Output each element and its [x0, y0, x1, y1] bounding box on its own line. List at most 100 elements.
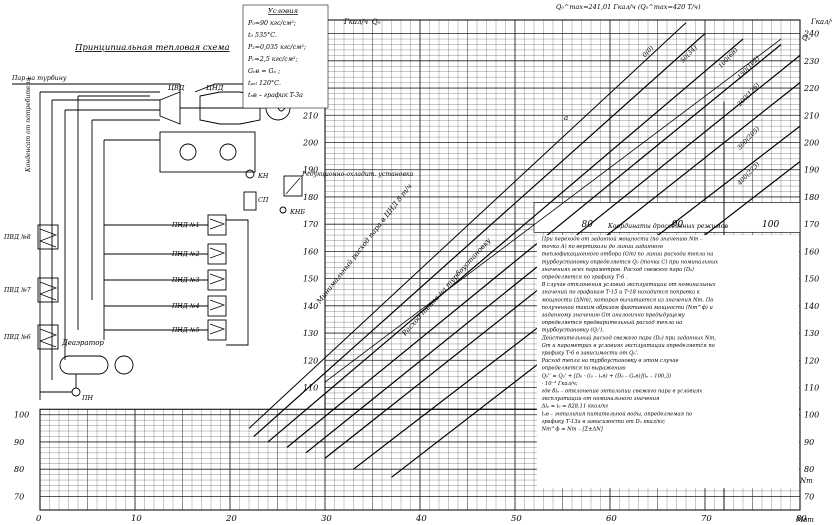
condition-line: P₀=90 кгс/см²;	[247, 20, 296, 27]
scheme-label: ПНД №4	[171, 303, 200, 310]
note-line: · 10⁻³ Гкал/ч;	[542, 381, 578, 387]
scheme-label: КНБ	[289, 209, 305, 216]
note-line: точка А) по вертикали до линии заданного	[542, 243, 663, 250]
note-line: заданному значению Gт аналогично предыду…	[542, 313, 685, 319]
hp-cylinder	[159, 91, 181, 125]
series-label: 200(136)	[736, 82, 762, 109]
y-tick-label: 70	[14, 492, 24, 501]
scheme-label: ПНД №2	[171, 251, 200, 258]
scheme-label: ПВД №6	[3, 334, 31, 341]
correction-caption: Координаты дроссельных режимов	[607, 223, 728, 230]
conditions-title: Условия	[268, 7, 298, 15]
lp-heater-coil	[209, 218, 226, 230]
condenser-1	[179, 143, 197, 161]
y-tick-label: 190	[303, 166, 318, 175]
conditions-lines: P₀=90 кгс/см²;t₀ 535°С.P₂=0,035 кгс/см²;…	[247, 20, 306, 99]
note-line: В случае отклонения условий эксплуатации…	[541, 282, 716, 288]
steam-pipe	[12, 83, 271, 93]
note-line: где δiₙ – отклонение энтальпии свежего п…	[542, 389, 703, 395]
x-tick-label: 0	[36, 514, 42, 524]
reduction-unit	[283, 175, 303, 197]
y-tick-label: 170	[303, 220, 318, 229]
note-line: определяется по выражению	[542, 366, 626, 372]
y-unit-left: Гкал/ч	[343, 18, 368, 26]
scheme-label: ПВД №7	[3, 287, 31, 294]
note-line: определяется предварительный расход тепл…	[542, 320, 683, 326]
min-flow-line	[248, 22, 687, 429]
series-line	[267, 38, 744, 443]
condition-line: tₚₑₗ 120°С.	[248, 80, 281, 87]
throttle-tick-label: 90	[672, 220, 684, 230]
y-symbol-left: Q₀	[372, 18, 381, 26]
y-tick-label-right: 110	[804, 384, 819, 393]
hp-heater	[37, 224, 59, 250]
y-symbol-right: Q₀	[802, 34, 811, 42]
scheme-label: СП	[258, 197, 269, 204]
scheme-label: Конденсат от потребителя	[25, 78, 32, 173]
scheme-title: Принципиальная тепловая схема	[74, 43, 230, 53]
note-line: Gт и параметрах в условиях эксплуатации …	[542, 343, 715, 349]
hp-heater-coil	[39, 228, 57, 248]
condensate-pump	[245, 169, 255, 179]
scheme-label: ЦНД	[206, 84, 224, 92]
lp-cylinder	[199, 91, 261, 125]
top-formula: Q₀^max=241,01 Гкал/ч (Q₀^max=420 Т/ч)	[556, 3, 701, 11]
lp-heater	[207, 243, 227, 265]
label-a: а	[564, 114, 568, 122]
x-tick-label: 60	[606, 514, 617, 524]
notes-bg	[536, 235, 799, 489]
reduction-unit-mark	[285, 177, 301, 195]
throttle-tick-label: 80	[582, 220, 594, 230]
scheme-label: Деаэратор	[61, 339, 104, 347]
lp-return	[226, 219, 249, 346]
series-line	[286, 44, 782, 448]
note-line: значений по графикам Т-15 и Т-18 находит…	[542, 289, 701, 296]
y-tick-label: 210	[302, 111, 318, 120]
extraction-lines	[40, 91, 160, 141]
lp-heater-coil	[209, 323, 226, 335]
y-tick-label-right: 180	[804, 193, 819, 202]
boundary-line	[324, 38, 782, 383]
feed-pump	[71, 387, 81, 397]
series-label: 0(0)	[641, 44, 655, 59]
x-tick-label: 70	[701, 514, 712, 524]
condition-line: Pᵣ=2,5 кгс/см²;	[247, 56, 298, 63]
lp-heater	[207, 214, 227, 236]
hp-heater	[37, 277, 59, 303]
note-line: графику Т-6 в зависимости от Q₀'.	[542, 350, 639, 357]
y-tick-label: 200	[302, 139, 318, 148]
scheme-label: ПНД №1	[171, 222, 200, 229]
y-tick-label: 110	[303, 384, 318, 393]
label-min-flow: Минимальный расход пара в ЦНД 8 т/ч	[315, 182, 414, 306]
note-line: Q₀'' = Q₀' + [D₀ · (i₀ – iₙв) + (D₀ – Gₙ…	[542, 372, 672, 379]
plot-frame-lower	[39, 408, 801, 511]
condition-line: tₙв – график T-3а	[248, 92, 303, 99]
scheme-label: Редукционно-охладит. установка	[301, 171, 414, 178]
main-pipes	[39, 92, 105, 400]
lp-heater	[207, 269, 227, 291]
x-tick-label: 10	[131, 514, 142, 524]
knb-pump	[279, 206, 287, 214]
note-line: Δiₚ = i₀ = 828,11 ккал/кг	[541, 404, 609, 410]
conditions-box	[242, 4, 329, 109]
throttle-inset	[533, 202, 801, 233]
lp-heater	[207, 295, 227, 317]
series-label: 150(102)	[736, 54, 761, 80]
note-line: мощности (ΔNт), которая вычитается из зн…	[542, 296, 714, 303]
y-tick-label-right: 210	[803, 111, 819, 120]
y-tick-label-right: 160	[804, 247, 819, 256]
y-tick-label: 140	[303, 302, 318, 311]
condenser-2	[219, 143, 237, 161]
scheme-label: ПН	[81, 395, 93, 402]
scheme-label: Пар на турбину	[11, 75, 67, 82]
feed-pipe	[40, 374, 77, 393]
y-tick-label-right: 100	[804, 411, 819, 420]
y-tick-label: 130	[303, 329, 318, 338]
steam-ejector	[243, 191, 257, 211]
y-tick-label-right: 150	[804, 275, 819, 284]
nt-symbol: Nт	[799, 477, 813, 485]
scheme-label: ПНД №3	[171, 277, 200, 284]
hp-heater-coil	[39, 328, 57, 348]
